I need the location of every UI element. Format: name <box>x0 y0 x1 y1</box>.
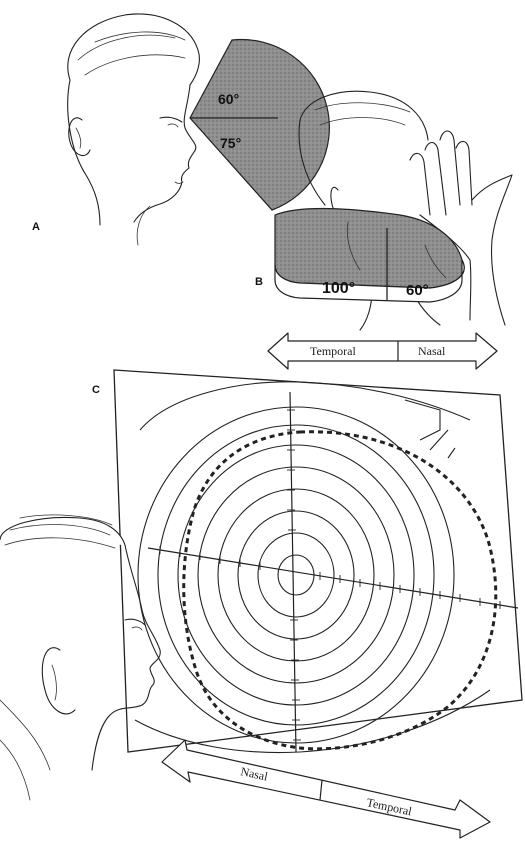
panel-letter-a: A <box>32 221 40 233</box>
field-wedge-b <box>275 209 464 302</box>
panel-c: C <box>0 370 522 838</box>
field-sector-a <box>190 39 329 210</box>
temporal-angle-label: 100° <box>322 280 355 297</box>
upper-angle-label: 60° <box>218 91 239 107</box>
head-profile-a <box>68 14 200 245</box>
panel-letter-b: B <box>255 276 263 288</box>
arrow-b-left-label: Temporal <box>310 344 356 358</box>
direction-arrow-c: Nasal Temporal <box>162 740 490 838</box>
arrow-b-right-label: Nasal <box>418 344 446 358</box>
direction-arrow-b: Temporal Nasal <box>268 333 497 369</box>
panel-a: 60° 75° A <box>32 14 329 245</box>
panel-letter-c: C <box>92 384 100 396</box>
nasal-angle-label: 60° <box>406 282 429 299</box>
lower-angle-label: 75° <box>220 135 241 151</box>
